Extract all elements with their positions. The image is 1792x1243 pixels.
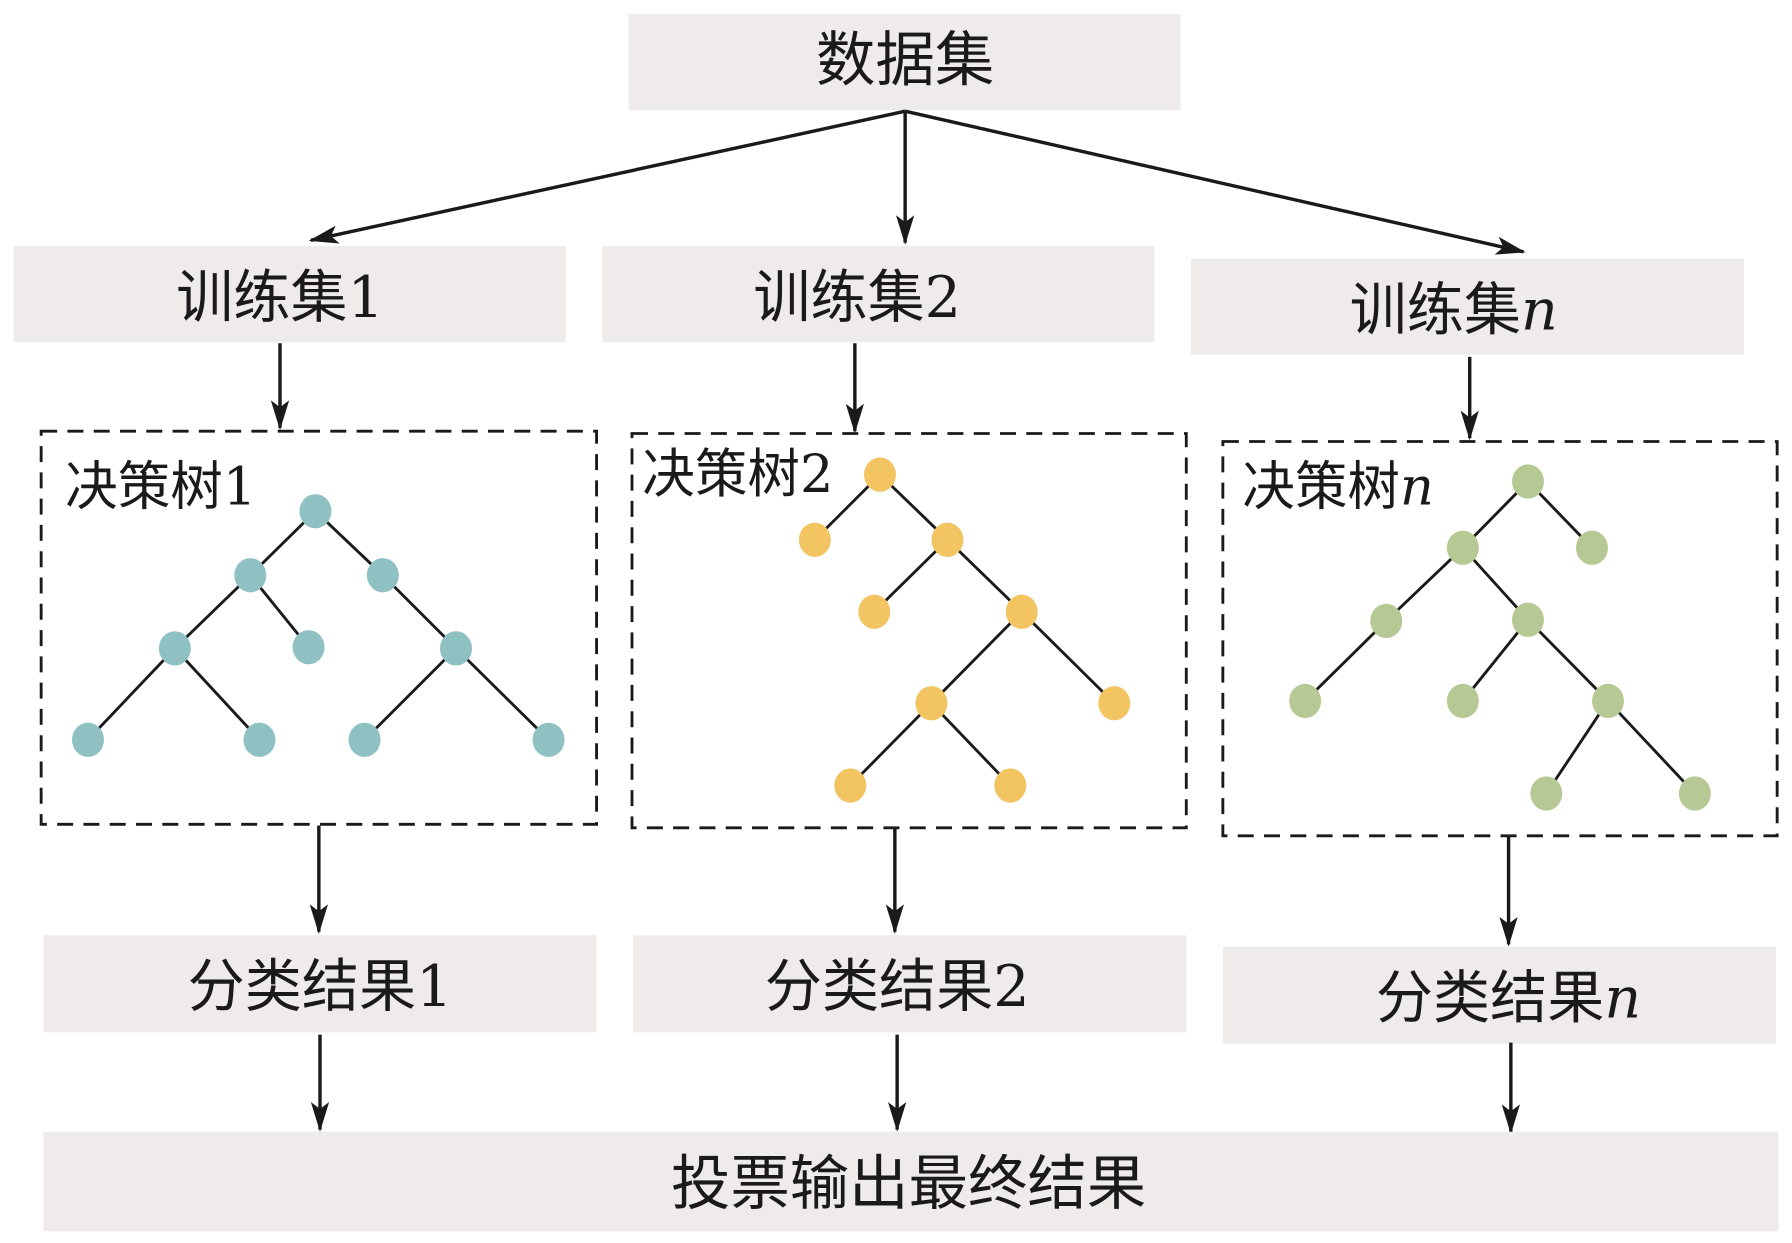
svg-text:决策树1: 决策树1 <box>65 456 256 517</box>
tree-node <box>834 768 867 803</box>
train-to-tree-arrows <box>270 343 1479 441</box>
decision-tree-2: 决策树2 <box>630 432 1188 830</box>
tree-edge <box>363 647 458 741</box>
tree-edge <box>1020 610 1116 705</box>
dataset-arrows <box>308 109 1526 255</box>
tree-node <box>366 558 399 593</box>
tree-edge <box>930 702 1012 787</box>
svg-text:分类结果2: 分类结果2 <box>765 954 1030 1020</box>
final-label: 投票输出最终结果 <box>671 1150 1146 1219</box>
tree-edge <box>849 702 933 787</box>
tree-node <box>858 594 891 629</box>
tree-edge <box>381 574 458 650</box>
tree-node <box>931 522 964 557</box>
result-1: 分类结果1 <box>43 935 597 1033</box>
tree-node <box>299 494 332 529</box>
tree-node <box>292 630 325 665</box>
tree-edge <box>1385 546 1464 622</box>
tree-node <box>1678 776 1711 811</box>
tree-edge <box>930 610 1023 705</box>
tree-edge <box>173 574 252 650</box>
tree-node <box>1289 683 1322 719</box>
tree-edge <box>1461 618 1530 702</box>
tree-edge <box>946 538 1023 613</box>
tree-node <box>158 631 191 666</box>
tree-node <box>532 722 565 757</box>
tree-node <box>1446 530 1479 565</box>
tree-to-result-arrows <box>309 825 1518 947</box>
tree-node <box>1005 594 1038 629</box>
tree-node <box>1530 776 1563 811</box>
tree-node <box>348 722 381 757</box>
dataset-label: 数据集 <box>816 26 994 95</box>
training-set-2: 训练集2 <box>602 246 1155 343</box>
tree-node <box>1370 603 1403 639</box>
tree-node <box>243 722 276 757</box>
svg-text:训练集2: 训练集2 <box>753 265 961 331</box>
dataset-node: 数据集 <box>628 14 1181 111</box>
svg-text:决策树n: 决策树n <box>1242 456 1434 517</box>
tree-edge <box>86 647 176 741</box>
tree-edge <box>1606 699 1696 795</box>
result-n: 分类结果n <box>1222 946 1776 1044</box>
tree-node <box>440 631 472 666</box>
decision-tree-n: 决策树n <box>1221 440 1779 838</box>
tree-edge <box>1545 700 1610 795</box>
tree-node <box>1098 686 1131 721</box>
svg-text:分类结果1: 分类结果1 <box>188 954 453 1020</box>
decision-tree-1: 决策树1 <box>39 429 598 826</box>
result-2: 分类结果2 <box>633 935 1187 1033</box>
svg-text:训练集n: 训练集n <box>1350 278 1558 344</box>
tree-node <box>1576 530 1608 565</box>
tree-node <box>915 686 948 721</box>
tree-node <box>864 457 896 492</box>
tree-edge <box>173 647 261 741</box>
tree-node <box>1512 602 1544 637</box>
training-set-n: 训练集n <box>1190 258 1744 355</box>
tree-node <box>234 558 267 593</box>
svg-text:分类结果n: 分类结果n <box>1376 965 1641 1031</box>
tree-node <box>994 768 1027 803</box>
tree-edge <box>1526 618 1610 702</box>
svg-text:训练集1: 训练集1 <box>176 265 384 331</box>
final-vote-node: 投票输出最终结果 <box>43 1131 1779 1232</box>
tree-edge <box>454 647 550 741</box>
tree-node <box>72 722 104 757</box>
result-to-final-arrows <box>310 1034 1520 1135</box>
tree-node <box>798 522 831 557</box>
tree-node <box>1512 464 1544 499</box>
tree-edge <box>1304 619 1388 702</box>
training-set-1: 训练集1 <box>13 246 566 343</box>
tree-node <box>1446 683 1479 719</box>
tree-node <box>1592 683 1624 719</box>
tree-edge <box>873 538 949 613</box>
svg-text:决策树2: 决策树2 <box>642 444 833 505</box>
